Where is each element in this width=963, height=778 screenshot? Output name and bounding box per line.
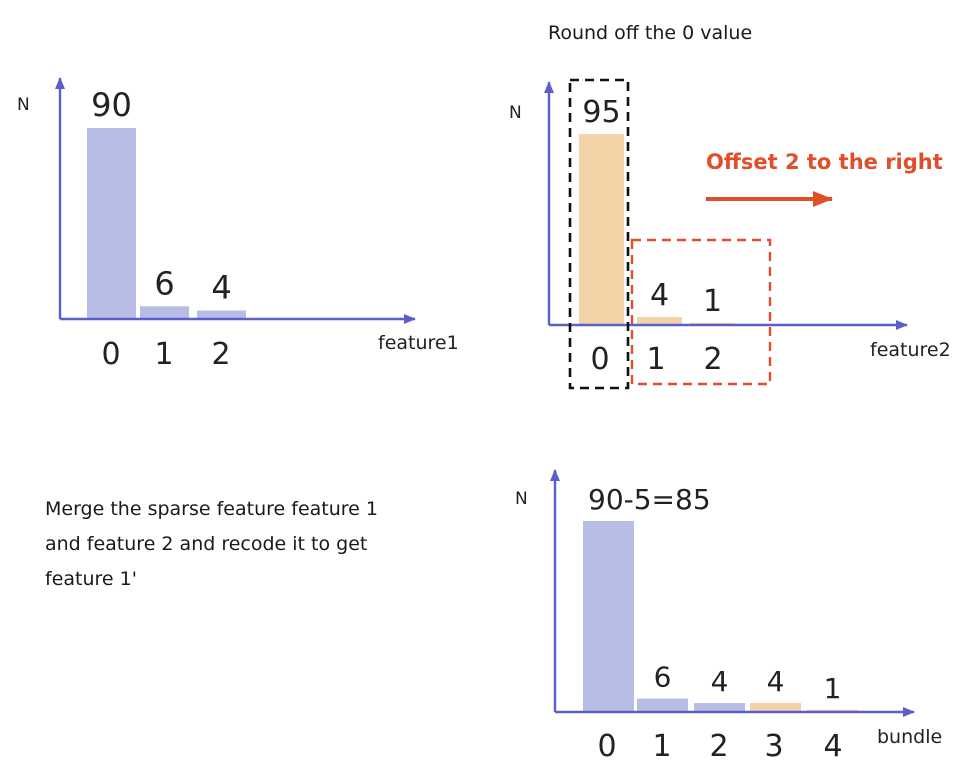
- feature1-bar-2: [197, 310, 246, 319]
- zero-value-dashed-box: [568, 78, 630, 390]
- feature2-tick-label-1: 1: [646, 342, 665, 377]
- merge-caption-line-3: feature 1': [45, 568, 137, 590]
- bundle-tick-label-2: 2: [709, 729, 728, 764]
- feature2-bar-0: [579, 134, 624, 325]
- bundle-bar-1: [637, 698, 688, 712]
- bundle-value-label-1: 6: [654, 661, 672, 694]
- bundle-bar-0: [583, 521, 634, 712]
- merge-caption-line-2: and feature 2 and recode it to get: [45, 533, 368, 555]
- bundle-value-label-4: 1: [824, 672, 842, 705]
- feature2-x-axis-label: feature2: [870, 339, 951, 361]
- offset-annotation: Offset 2 to the right: [706, 150, 943, 174]
- feature2-value-label-0: 95: [582, 95, 620, 130]
- bundle-tick-label-3: 3: [764, 729, 783, 764]
- merge-caption: Merge the sparse feature feature 1 and f…: [45, 492, 465, 597]
- bundle-tick-label-4: 4: [823, 729, 842, 764]
- feature2-value-label-1: 4: [650, 278, 669, 313]
- feature1-tick-label-2: 2: [211, 337, 230, 372]
- feature2-value-label-2: 1: [703, 284, 722, 319]
- top-caption: Round off the 0 value: [548, 22, 753, 44]
- bundle-x-axis-label: bundle: [877, 726, 942, 748]
- offset-dashed-box: [630, 238, 772, 386]
- feature1-value-label-0: 90: [91, 86, 132, 124]
- feature1-x-axis-label: feature1: [378, 332, 459, 354]
- feature2-tick-label-0: 0: [590, 342, 609, 377]
- bundle-bar-2: [694, 703, 745, 712]
- feature1-value-label-1: 6: [154, 264, 174, 302]
- bundle-value-label-2: 4: [711, 665, 729, 698]
- bundle-tick-label-0: 0: [597, 729, 616, 764]
- merge-caption-line-1: Merge the sparse feature feature 1: [45, 498, 378, 520]
- feature1-bar-0: [87, 128, 136, 319]
- bundle-bar-3: [750, 703, 801, 712]
- feature1-tick-label-1: 1: [154, 337, 173, 372]
- diagram-annotations: Offset 2 to the right: [568, 78, 943, 390]
- bundle-y-axis-label: N: [515, 489, 528, 509]
- feature1-tick-label-0: 0: [101, 337, 120, 372]
- bundle-value-label-3: 4: [767, 665, 785, 698]
- bundle-value-label-0: 90-5=85: [588, 483, 711, 516]
- feature1-y-axis-label: N: [17, 95, 30, 115]
- bundle-tick-label-1: 1: [652, 729, 671, 764]
- feature1-bar-1: [140, 306, 189, 319]
- feature1-value-label-2: 4: [211, 269, 231, 307]
- bundle-chart: 90-5=85 0 6 1 4 2 4 3 1 4 bundle N: [515, 469, 942, 764]
- feature1-chart: 90 06 1 4 2 feature1 N: [17, 77, 459, 372]
- feature2-y-axis-label: N: [509, 103, 522, 123]
- feature2-tick-label-2: 2: [703, 342, 722, 377]
- feature2-bar-1: [637, 316, 682, 325]
